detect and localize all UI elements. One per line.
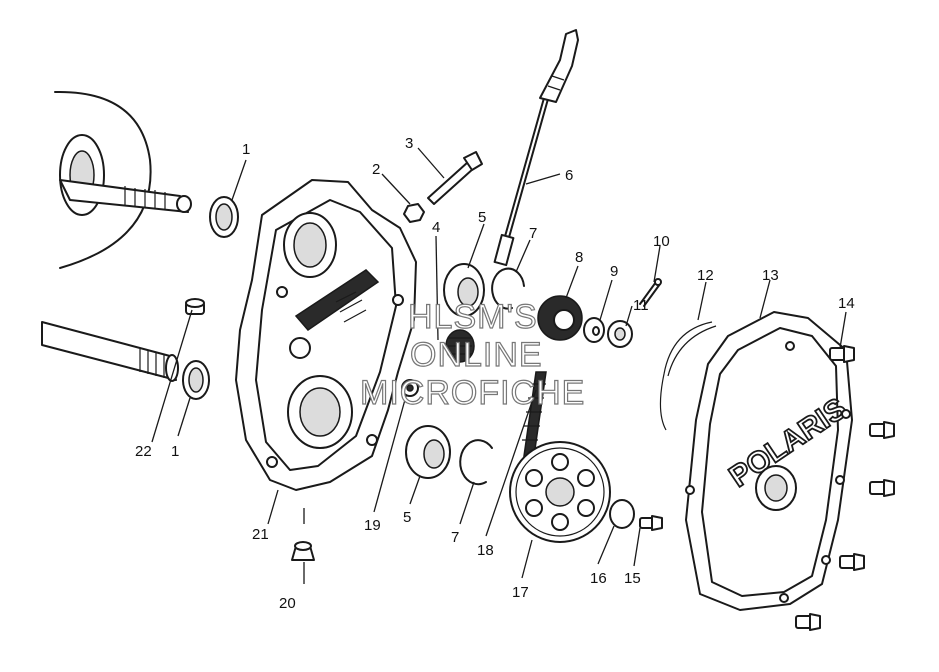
castle-nut [607, 320, 633, 348]
callout-8: 8 [575, 249, 583, 266]
leader-lines [151, 147, 847, 584]
chaincase-cover: POLARIS [685, 311, 853, 611]
sprocket-bolt [639, 515, 663, 531]
callout-7-lower: 7 [451, 529, 459, 546]
callout-18: 18 [477, 542, 494, 559]
callout-13: 13 [762, 267, 779, 284]
callout-14: 14 [838, 295, 855, 312]
callout-6: 6 [565, 167, 573, 184]
callout-19: 19 [364, 517, 381, 534]
bearing-upper [443, 263, 485, 317]
watermark: HLSM'S ONLINE MICROFICHE [359, 297, 585, 412]
dowel-pin [185, 298, 205, 315]
driven-sprocket [509, 441, 611, 543]
nut [403, 203, 425, 223]
washer [583, 317, 605, 343]
tensioner-nut [401, 379, 419, 397]
callout-1-upper: 1 [242, 141, 250, 158]
cover-bolt [795, 613, 821, 631]
chaincase-housing [235, 179, 417, 491]
callout-2: 2 [372, 161, 380, 178]
cover-gasket [659, 321, 717, 431]
callout-labels: 1 1 2 3 4 5 5 6 7 7 8 9 10 11 12 13 14 1… [135, 135, 855, 612]
snap-ring-upper [491, 267, 525, 310]
drive-clutch-shaft [54, 90, 192, 269]
drive-sprocket [537, 295, 583, 341]
breather-plug [291, 541, 315, 561]
drive-chain [522, 371, 547, 457]
watermark-line1: HLSM'S [408, 298, 538, 336]
watermark-line2: ONLINE [410, 336, 543, 374]
callout-5-upper: 5 [478, 209, 486, 226]
callout-17: 17 [512, 584, 529, 601]
callout-22: 22 [135, 443, 152, 460]
callout-20: 20 [279, 595, 296, 612]
callout-10: 10 [653, 233, 670, 250]
snap-ring-lower [459, 439, 493, 486]
callout-16: 16 [590, 570, 607, 587]
watermark-line3: MICROFICHE [360, 374, 585, 412]
seal-upper [209, 196, 239, 238]
chain-tensioner [445, 329, 475, 363]
callout-11: 11 [633, 297, 649, 314]
callout-9: 9 [610, 263, 618, 280]
cotter-pin [639, 278, 662, 307]
callout-15: 15 [624, 570, 641, 587]
callout-3: 3 [405, 135, 413, 152]
bearing-lower [405, 425, 451, 479]
driven-shaft [41, 321, 179, 382]
dipstick [493, 29, 579, 267]
callout-1-lower: 1 [171, 443, 179, 460]
seal-lower [182, 360, 210, 400]
callout-4: 4 [432, 219, 440, 236]
bolt [427, 151, 483, 205]
callout-7-upper: 7 [529, 225, 537, 242]
sprocket-washer [609, 499, 635, 529]
cover-bolt [839, 553, 865, 571]
callout-21: 21 [252, 526, 269, 543]
cover-bolt [829, 345, 855, 363]
cover-bolt [869, 479, 895, 497]
callout-12: 12 [697, 267, 714, 284]
cover-bolt [869, 421, 895, 439]
callout-5-lower: 5 [403, 509, 411, 526]
